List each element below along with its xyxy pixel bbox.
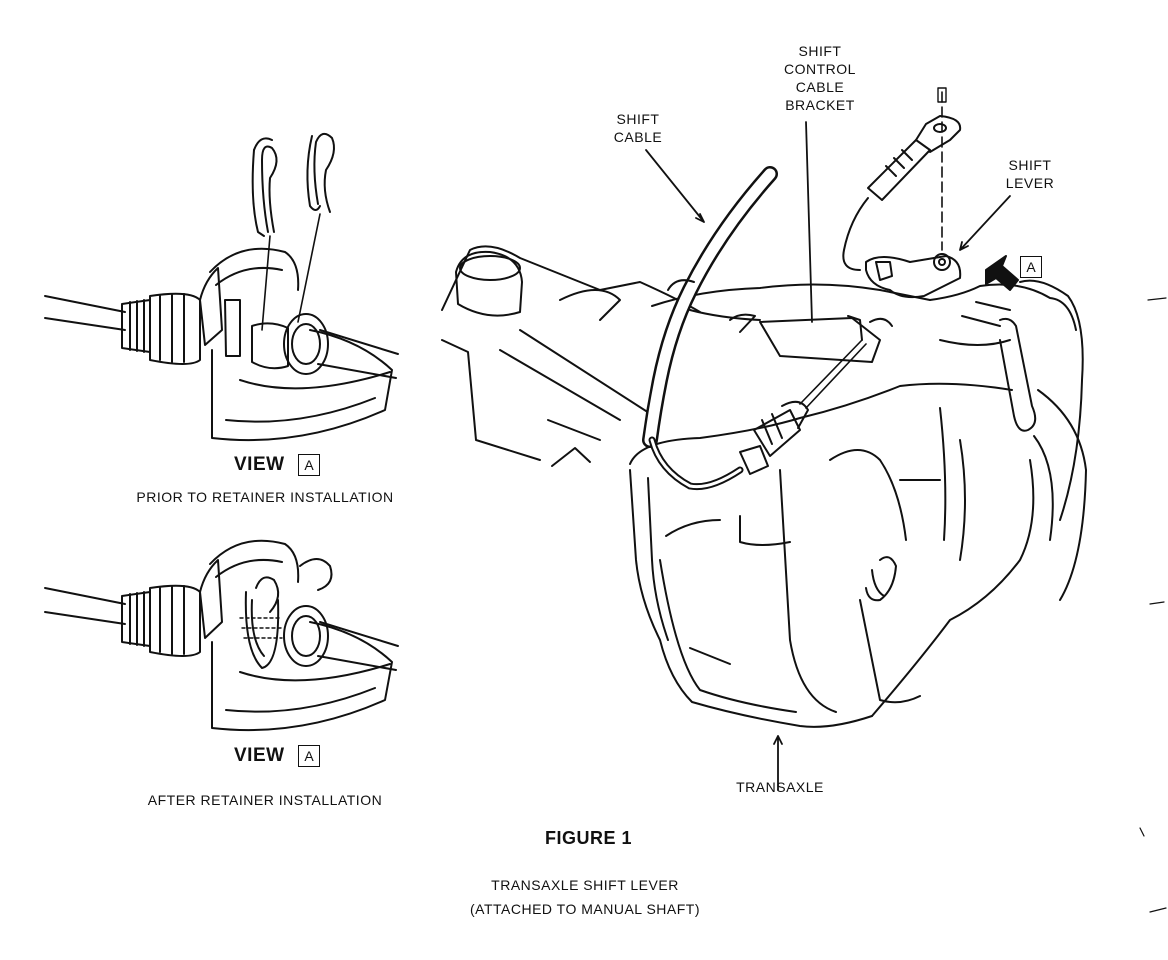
view-a-prior-caption: PRIOR TO RETAINER INSTALLATION	[136, 489, 394, 505]
label-transaxle: TRANSAXLE	[736, 779, 824, 795]
view-a-after-title: VIEW	[234, 745, 285, 766]
figure-caption-line1: TRANSAXLE SHIFT LEVER	[491, 877, 679, 893]
figure-title: FIGURE 1	[545, 828, 633, 848]
view-arrow	[985, 255, 1019, 291]
view-a-after-illustration	[44, 539, 399, 732]
label-shift-lever: SHIFT LEVER	[1005, 157, 1055, 191]
figure-caption-line2: (ATTACHED TO MANUAL SHAFT)	[469, 901, 700, 917]
shift-cable-illustration	[642, 166, 867, 491]
callout-leaders	[645, 121, 1011, 791]
main-view-marker: A	[1020, 256, 1042, 278]
view-a-prior-marker: A	[298, 454, 320, 476]
view-a-prior-title: VIEW	[234, 454, 285, 475]
label-shift-cable: SHIFT CABLE	[613, 111, 663, 145]
label-shift-control-cable-bracket: SHIFT CONTROL CABLE BRACKET	[784, 43, 856, 113]
view-a-after-caption: AFTER RETAINER INSTALLATION	[147, 792, 383, 808]
view-a-prior-illustration	[44, 132, 399, 442]
transaxle-illustration	[441, 245, 1087, 728]
view-a-after-marker: A	[298, 745, 320, 767]
shift-lever-linkage	[842, 87, 962, 271]
